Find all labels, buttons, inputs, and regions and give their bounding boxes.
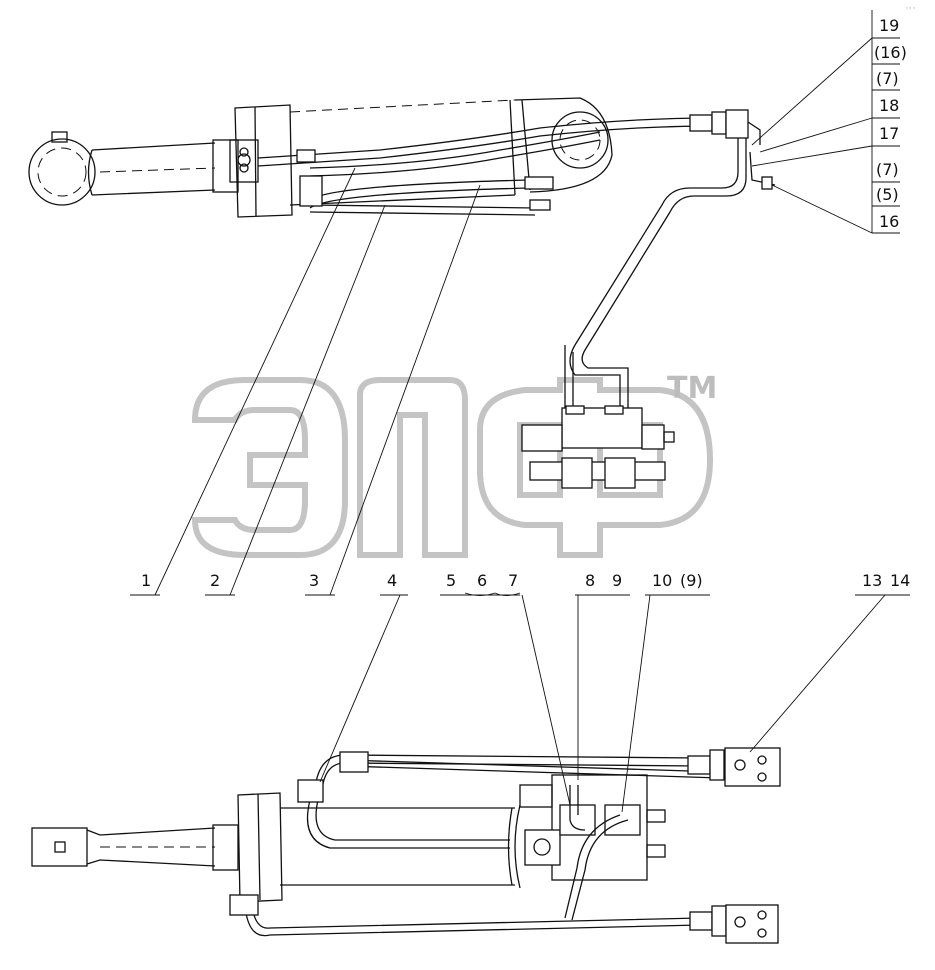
- callout-labels-right: 19 (16) (7) 18 17 (7) (5) 16: [874, 16, 907, 231]
- callout-labels-top: 1 2 3: [141, 571, 319, 590]
- callout-labels-bottom: 4 5 6 7 8 9 10 (9) 13 14: [387, 571, 910, 590]
- leader-lines-bottom: [319, 592, 910, 813]
- callout-18: 18: [879, 96, 899, 115]
- callout-17: 17: [879, 124, 899, 143]
- callout-table-right: [751, 10, 900, 234]
- callout-16-ref: (16): [874, 43, 907, 62]
- callout-13: 13: [862, 571, 882, 590]
- leader-lines-top: [130, 167, 481, 596]
- corner-mark: ◦◦◦: [905, 5, 916, 12]
- callout-3: 3: [309, 571, 319, 590]
- callout-6: 6: [477, 571, 487, 590]
- callout-16: 16: [879, 212, 899, 231]
- callout-7: 7: [508, 571, 518, 590]
- callout-9-ref: (9): [680, 571, 703, 590]
- top-cylinder-assembly: [28, 97, 776, 489]
- callout-4: 4: [387, 571, 397, 590]
- bottom-cylinder-assembly: [31, 747, 781, 944]
- callout-5-ref: (5): [876, 185, 899, 204]
- trademark-mark: TM: [667, 371, 717, 406]
- callout-9: 9: [612, 571, 622, 590]
- callout-1: 1: [141, 571, 151, 590]
- callout-7-ref-a: (7): [876, 69, 899, 88]
- callout-2: 2: [210, 571, 220, 590]
- callout-14: 14: [890, 571, 910, 590]
- callout-19: 19: [879, 16, 899, 35]
- callout-5: 5: [446, 571, 456, 590]
- callout-10: 10: [652, 571, 672, 590]
- callout-7-ref-b: (7): [876, 160, 899, 179]
- callout-8: 8: [585, 571, 595, 590]
